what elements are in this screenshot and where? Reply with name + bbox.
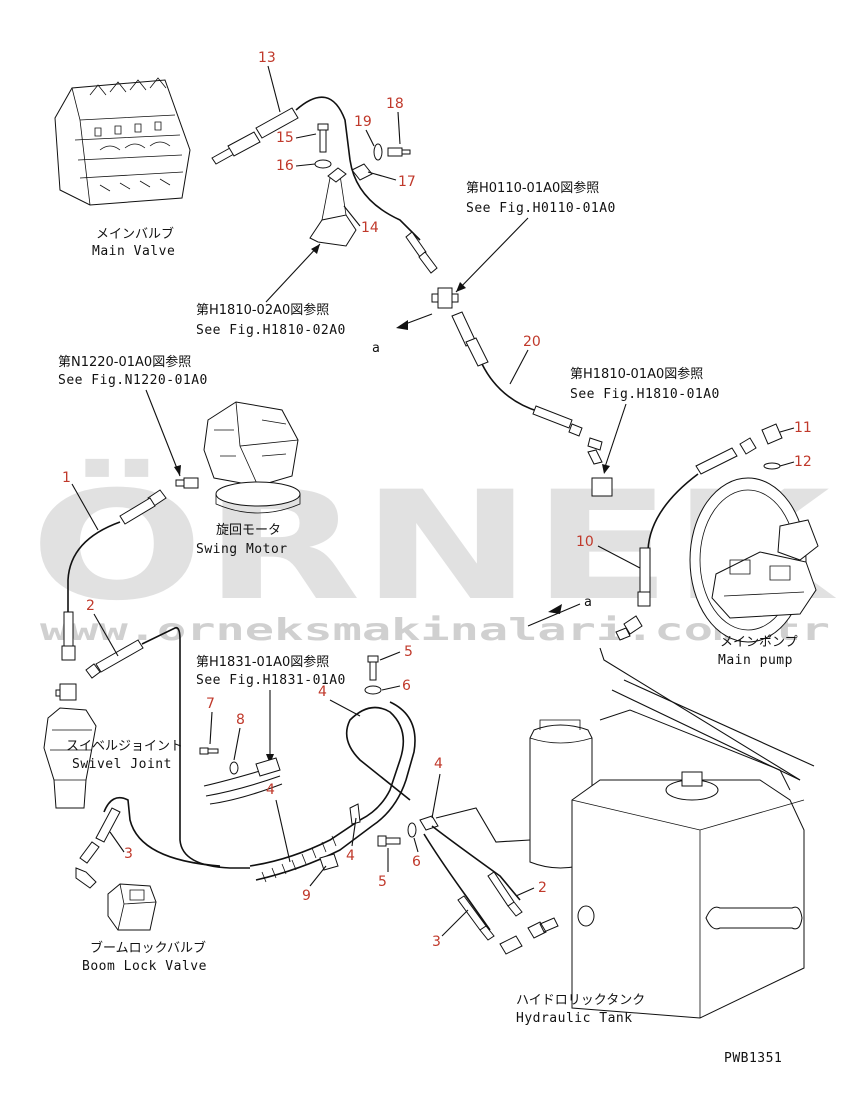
main-pump-label-jp: メインポンプ	[720, 635, 798, 650]
swivel-joint-drawing	[43, 683, 97, 809]
ref-n1220-jp: 第N1220-01A0図参照	[58, 354, 191, 370]
callout-3-right: 3	[432, 934, 441, 950]
hose-10	[615, 423, 783, 641]
harness-clamp	[199, 747, 283, 805]
callout-18: 18	[386, 96, 404, 112]
boom-lock-valve-label-jp: ブームロックバルブ	[90, 940, 206, 956]
callout-9: 9	[302, 888, 311, 904]
callout-20: 20	[523, 334, 541, 350]
callout-10: 10	[576, 534, 594, 550]
main-valve-label-jp: メインバルブ	[96, 226, 174, 242]
hose-13	[211, 96, 351, 165]
callout-12: 12	[794, 454, 812, 470]
hoses-to-tank	[423, 825, 559, 955]
callout-17: 17	[398, 174, 416, 190]
ref-h0110-jp: 第H0110-01A0図参照	[466, 180, 599, 196]
hose-1	[61, 489, 167, 661]
callout-19: 19	[354, 114, 372, 130]
bolt-top	[364, 655, 382, 695]
swing-motor-label-en: Swing Motor	[196, 542, 288, 557]
hose-4-wrapped	[249, 701, 416, 883]
callout-7: 7	[206, 696, 215, 712]
callout-4-right: 4	[434, 756, 443, 772]
callout-4-clamp: 4	[346, 848, 355, 864]
ref-n1220-en: See Fig.N1220-01A0	[58, 373, 208, 388]
hydraulic-tank-label-en: Hydraulic Tank	[516, 1011, 633, 1026]
callout-14: 14	[361, 220, 379, 236]
callout-6-top: 6	[402, 678, 411, 694]
callout-13: 13	[258, 50, 276, 66]
ref-h1810-02-jp: 第H1810-02A0図参照	[196, 302, 329, 318]
callout-2-right: 2	[538, 880, 547, 896]
ref-h1831-jp: 第H1831-01A0図参照	[196, 654, 329, 670]
hose-3-left	[75, 796, 221, 889]
hydraulic-tank-drawing	[435, 679, 815, 1019]
swivel-joint-label-en: Swivel Joint	[72, 757, 172, 772]
callout-15: 15	[276, 130, 294, 146]
section-mark-a-upper: a	[372, 341, 380, 356]
main-pump-label-en: Main pump	[718, 653, 793, 668]
section-mark-a-lower: a	[584, 595, 592, 610]
callout-3-left: 3	[124, 846, 133, 862]
ref-h0110-en: See Fig.H0110-01A0	[466, 201, 616, 216]
swing-motor-label-jp: 旋回モータ	[216, 523, 281, 538]
hose-20	[481, 363, 603, 465]
ref-h1810-01-en: See Fig.H1810-01A0	[570, 387, 720, 402]
callout-1: 1	[62, 470, 71, 486]
callout-11: 11	[794, 420, 812, 436]
ref-h1810-02-en: See Fig.H1810-02A0	[196, 323, 346, 338]
boom-lock-valve-drawing	[107, 883, 157, 931]
callout-5-top: 5	[404, 644, 413, 660]
callout-6-lower: 6	[412, 854, 421, 870]
hydraulic-tank-label-jp: ハイドロリックタンク	[516, 993, 645, 1008]
swing-motor-drawing	[175, 401, 301, 514]
main-valve-label-en: Main Valve	[92, 244, 175, 259]
ref-h1831-en: See Fig.H1831-01A0	[196, 673, 346, 688]
main-pump-drawing	[689, 477, 819, 643]
bracket-assembly	[309, 123, 357, 247]
callout-8: 8	[236, 712, 245, 728]
main-valve-drawing	[54, 77, 191, 206]
callout-16: 16	[276, 158, 294, 174]
callout-4-top: 4	[318, 684, 327, 700]
swivel-joint-label-jp: スイベルジョイント	[66, 739, 183, 754]
boom-lock-valve-label-en: Boom Lock Valve	[82, 959, 207, 974]
callout-2-left: 2	[86, 598, 95, 614]
ref-h1810-01-jp: 第H1810-01A0図参照	[570, 366, 703, 382]
callout-5-lower: 5	[378, 874, 387, 890]
clamp-assembly	[349, 143, 438, 274]
tee-fitting	[431, 287, 489, 367]
callout-4-harness: 4	[266, 782, 275, 798]
figure-code: PWB1351	[724, 1051, 782, 1066]
